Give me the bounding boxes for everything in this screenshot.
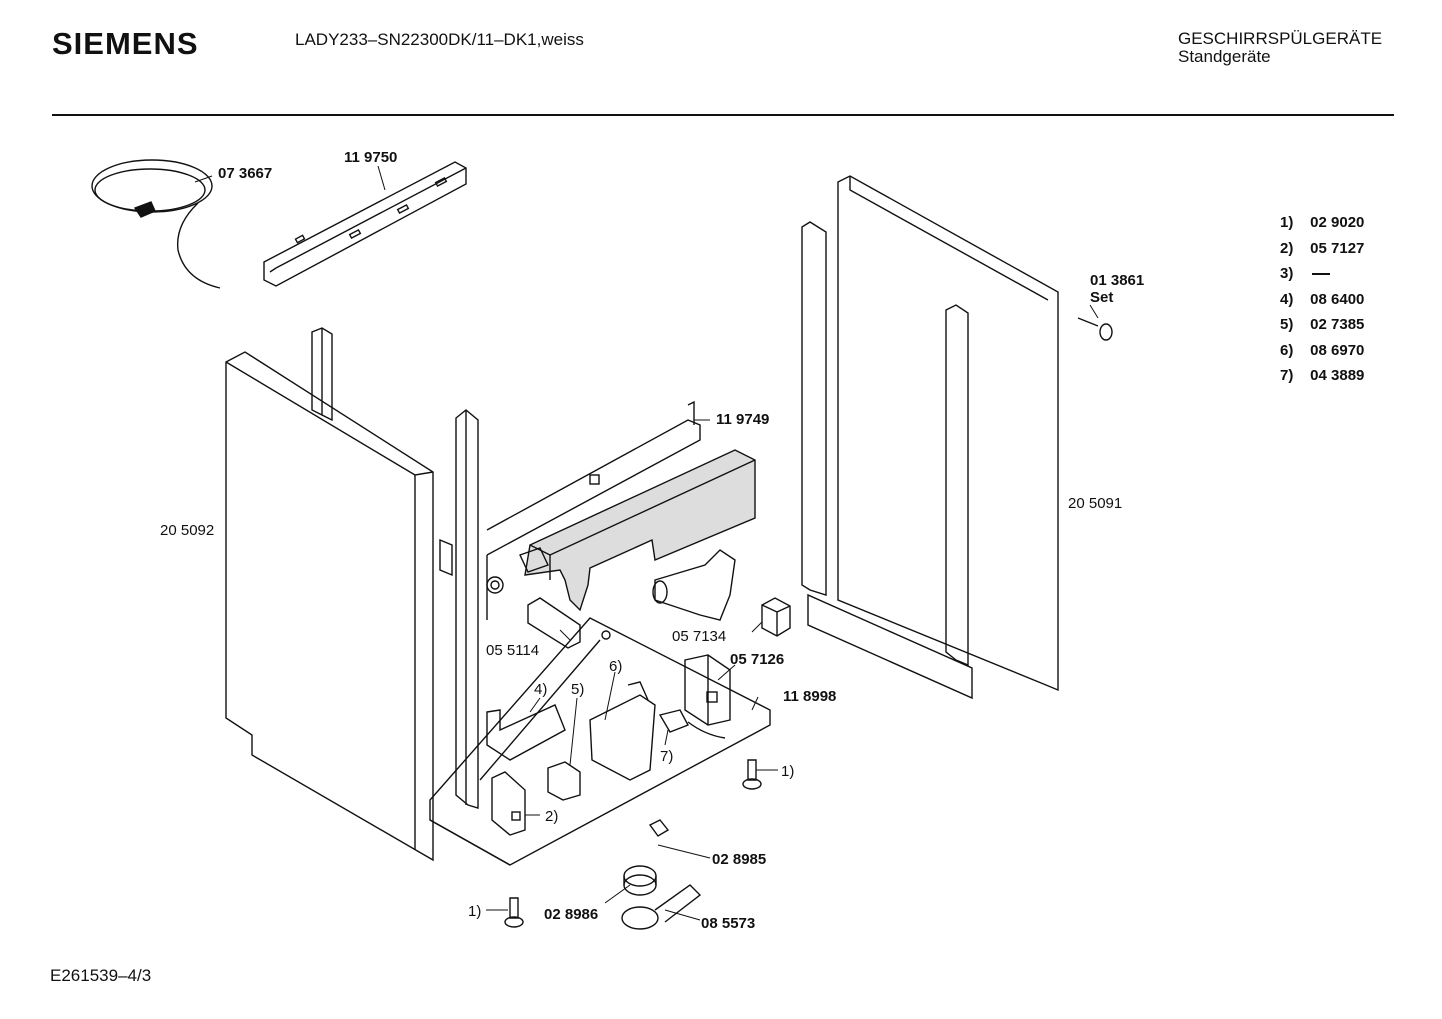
category-block: GESCHIRRSPÜLGERÄTE Standgeräte — [1178, 30, 1382, 66]
label-bracket-right: 05 7126 — [730, 651, 784, 668]
label-rear-bracket: 11 9749 — [716, 411, 769, 428]
legend-row-2: 2) 05 7127 — [1280, 239, 1365, 257]
legend-row-1: 1) 02 9020 — [1280, 214, 1365, 231]
part-6 — [589, 681, 656, 781]
category-line-2: Standgeräte — [1178, 47, 1271, 66]
part-4 — [486, 704, 566, 761]
legend-row-6: 6) 08 6970 — [1280, 341, 1365, 359]
parts-legend: 1) 02 9020 2) 05 7127 3) 4) 08 6400 5) 0… — [1280, 210, 1364, 389]
label-pump-cover: 02 8985 — [712, 851, 766, 868]
legend-row-5: 5) 02 7385 — [1280, 316, 1365, 333]
top-rail — [263, 161, 467, 287]
front-upright — [439, 409, 479, 809]
header-divider — [52, 114, 1394, 116]
label-left-panel: 20 5092 — [160, 522, 214, 539]
right-inner-upright — [945, 304, 969, 667]
legend-dash — [1312, 273, 1331, 276]
foot-right — [742, 759, 762, 790]
callout-7: 7) — [660, 748, 673, 765]
label-right-panel: 20 5091 — [1068, 495, 1122, 512]
label-relay: 05 7134 — [672, 628, 726, 645]
hinge-bracket — [491, 771, 526, 836]
label-screw-set-word: Set — [1090, 289, 1113, 306]
label-round-cap: 02 8986 — [544, 906, 598, 923]
label-pump-housing: 08 5573 — [701, 915, 755, 932]
power-cord — [91, 159, 221, 289]
callout-4: 4) — [534, 681, 547, 698]
legend-row-4: 4) 08 6400 — [1280, 290, 1365, 308]
left-side-panel — [225, 351, 434, 862]
foot-left — [504, 897, 524, 928]
callout-2: 2) — [545, 808, 558, 825]
label-screw-set-no: 01 3861 — [1090, 272, 1144, 289]
relay — [761, 597, 791, 637]
rear-wall — [486, 400, 701, 620]
pump-housing — [621, 884, 702, 930]
capacitor — [527, 597, 611, 649]
callout-foot-left: 1) — [468, 903, 481, 920]
label-power-cord: 07 3667 — [218, 165, 272, 182]
screw-set — [1077, 317, 1113, 341]
right-frame — [807, 175, 1059, 700]
legend-row-7: 7) 04 3889 — [1280, 367, 1365, 384]
part-7 — [658, 709, 726, 739]
label-capacitor: 05 5114 — [486, 642, 539, 659]
left-rear-upright — [311, 327, 333, 422]
pump-cover — [648, 819, 670, 837]
right-rear-upright — [801, 221, 827, 596]
label-base-frame: 11 8998 — [783, 688, 836, 705]
callout-6: 6) — [609, 658, 622, 675]
legend-row-3: 3) — [1280, 261, 1364, 287]
callout-5: 5) — [571, 681, 584, 698]
bracket-right — [684, 654, 731, 726]
label-top-rail: 11 9750 — [344, 149, 397, 166]
round-cap — [623, 865, 657, 896]
callout-foot-right: 1) — [781, 763, 794, 780]
hose-connector — [652, 549, 736, 621]
category-line-1: GESCHIRRSPÜLGERÄTE — [1178, 29, 1383, 48]
leader-lines — [194, 165, 1099, 921]
part-5 — [547, 761, 581, 801]
base-frame — [429, 617, 771, 866]
air-duct — [519, 449, 756, 612]
drawing-id: E261539–4/3 — [50, 966, 152, 985]
brand-logo: SIEMENS — [52, 26, 199, 61]
model-title: LADY233–SN22300DK/11–DK1,weiss — [295, 30, 584, 49]
